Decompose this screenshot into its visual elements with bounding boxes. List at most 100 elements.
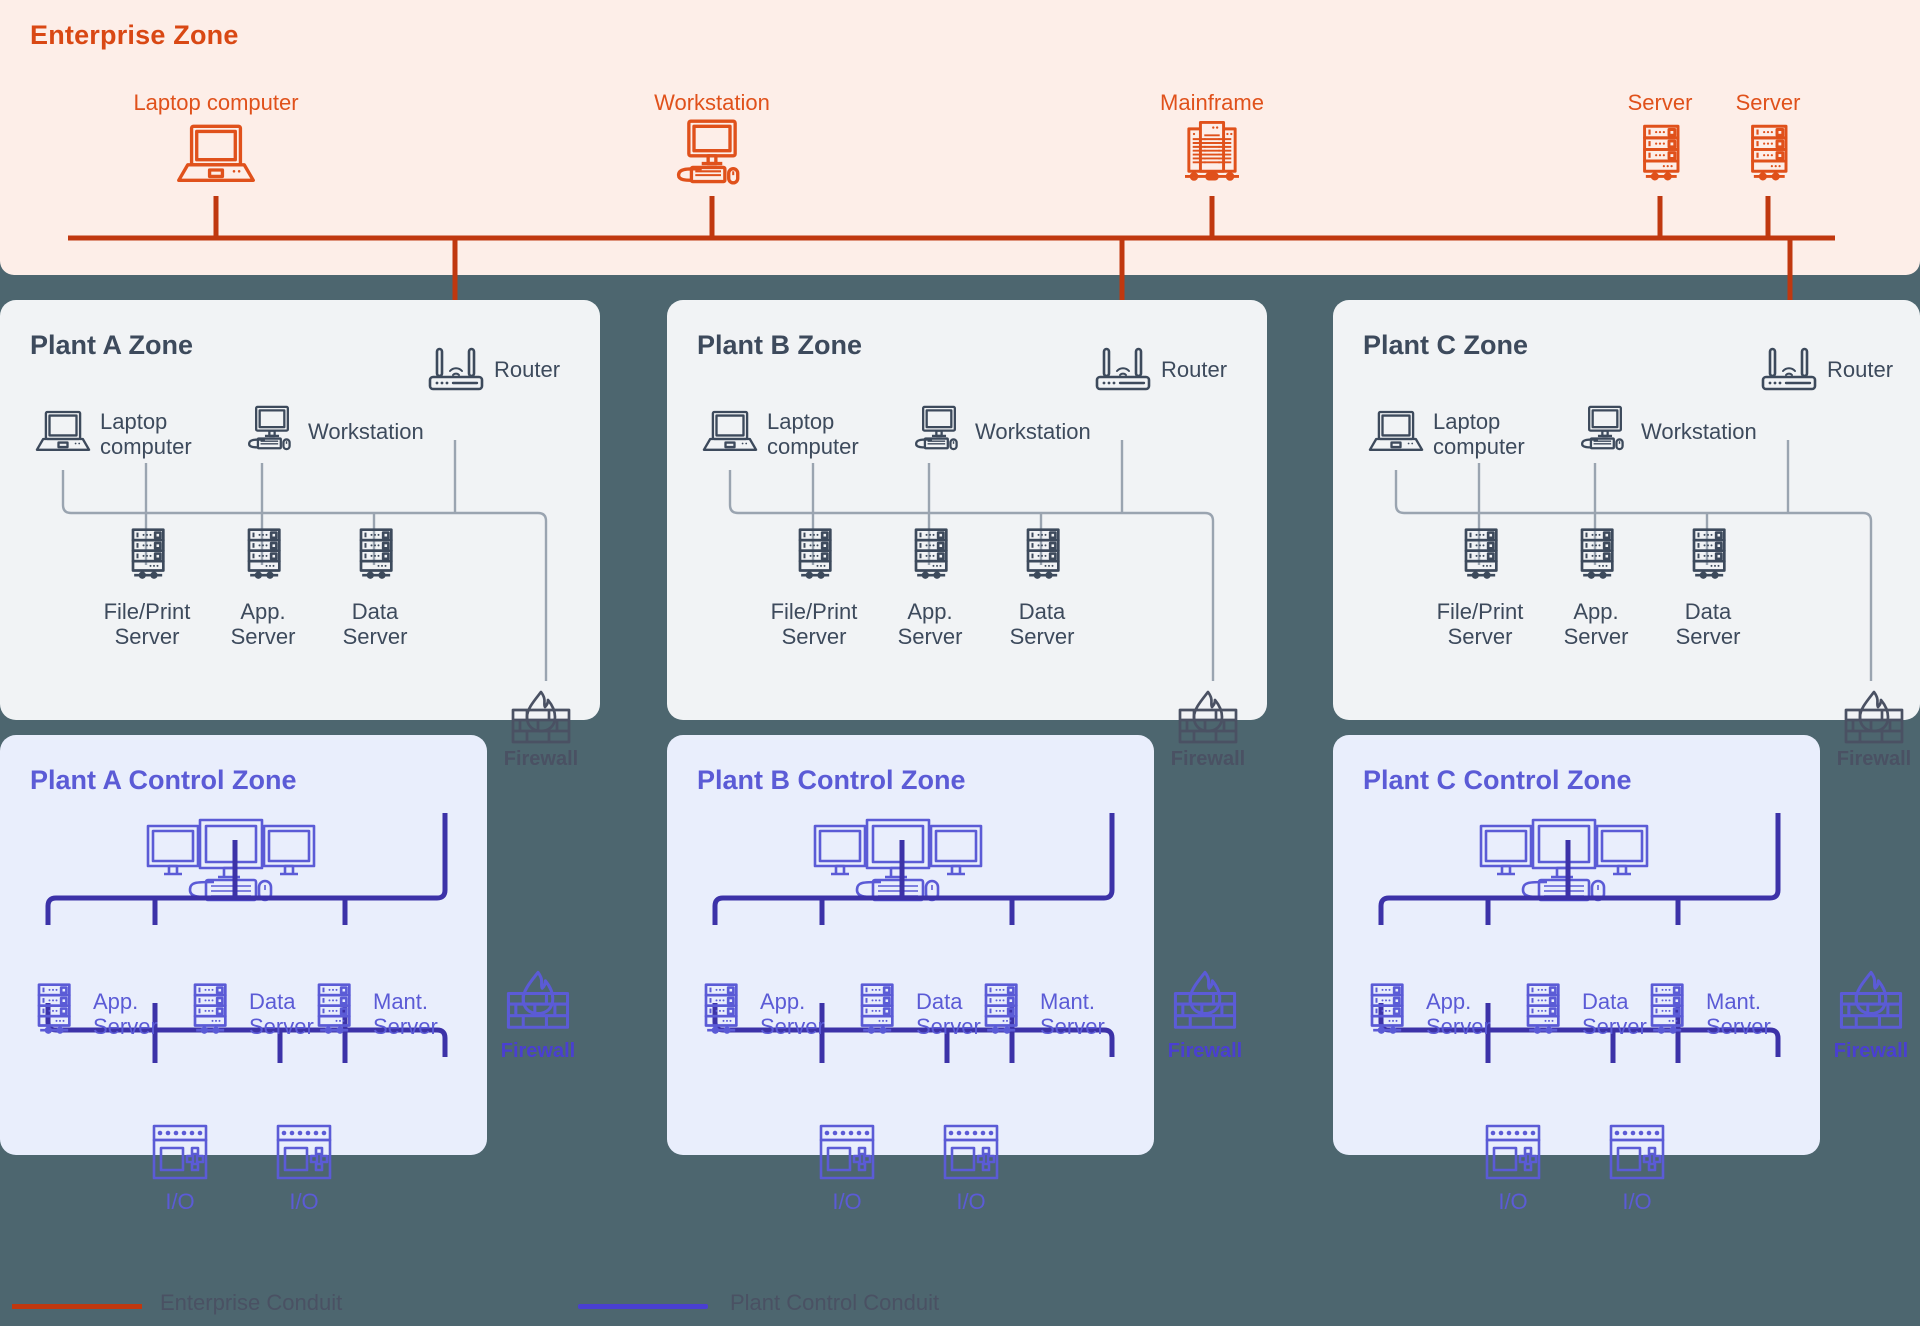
enterprise-node-workstation: Workstation (612, 90, 812, 188)
label-line1: App. (760, 989, 806, 1014)
plant-b-io-1-label: I/O (832, 1189, 862, 1214)
plant-c-ctrl-server-app-label: App. Server (1426, 989, 1512, 1039)
plant-c-server-fileprint (1445, 520, 1515, 586)
enterprise-server-1-label: Server (1627, 90, 1693, 115)
label-line1: App. (1573, 599, 1619, 624)
label-line2: Server (230, 623, 296, 649)
label-line1: Data (351, 599, 399, 624)
server-icon (359, 528, 393, 579)
plant-a-laptop-label-line2: computer (100, 433, 192, 459)
server-icon (914, 528, 948, 579)
label-line2: computer (767, 433, 859, 459)
label-line1: Mant. (373, 989, 429, 1014)
server-icon (247, 528, 281, 579)
plant-c-io-2 (1605, 1122, 1669, 1184)
plant-a-ctrl-server-mant-label: Mant. Server (373, 989, 469, 1039)
workstation-icon (676, 119, 740, 185)
server-icon (1464, 528, 1498, 579)
plant-c-ctrl-server-mant-label: Mant. Server (1706, 989, 1802, 1039)
firewall-icon (1178, 690, 1238, 744)
plant-a-io-2-label: I/O (289, 1189, 319, 1214)
label-line2: Server (1009, 623, 1075, 649)
plant-a-zone-title: Plant A Zone (30, 330, 194, 360)
label-line2: Server (760, 1013, 825, 1039)
triple-monitor-workstation-icon (146, 818, 316, 902)
plant-c-ctrl-server-app (1351, 975, 1421, 1041)
router-icon (428, 347, 484, 391)
label-line2: computer (1433, 433, 1525, 459)
plant-c-zone-title: Plant C Zone (1363, 330, 1529, 360)
firewall-icon (506, 970, 570, 1029)
server-icon (1751, 124, 1788, 181)
label-line2: Server (897, 623, 963, 649)
label-line1: Data (249, 989, 296, 1014)
label-line1: Laptop (1433, 409, 1501, 434)
plant-a-laptop-label-line1: Laptop (100, 409, 168, 434)
server-icon (1370, 983, 1404, 1034)
server-icon (1650, 983, 1684, 1034)
plant-b-server-app-label: App. Server (860, 599, 1000, 649)
plant-c-control-zone-title: Plant C Control Zone (1363, 765, 1632, 795)
label-line1: Mant. (1706, 989, 1762, 1014)
legend-label-control: Plant Control Conduit (730, 1290, 940, 1315)
legend-label-enterprise: Enterprise Conduit (160, 1290, 343, 1315)
plant-a-operator-console (144, 818, 328, 910)
server-icon (1526, 983, 1560, 1034)
firewall-icon (1844, 690, 1904, 744)
plant-a-workstation (228, 395, 316, 461)
enterprise-server-2-label: Server (1735, 90, 1801, 115)
firewall-icon (1839, 970, 1903, 1029)
firewall-icon (1173, 970, 1237, 1029)
plant-b-io-2 (939, 1122, 1003, 1184)
plant-c-control-firewall (1833, 970, 1909, 1036)
label-line1: Data (916, 989, 963, 1014)
plant-a-io-2 (272, 1122, 336, 1184)
label-line2: Server (1563, 623, 1629, 649)
label-line2: Server (1706, 1013, 1771, 1039)
plant-a-server-data-label: Data Server (305, 599, 445, 649)
label-line2: Server (1426, 1013, 1491, 1039)
plant-b-io-2-label: I/O (956, 1189, 986, 1214)
server-icon (798, 528, 832, 579)
plant-b-control-firewall-label: Firewall (1167, 1040, 1243, 1062)
plant-b-router (1092, 345, 1164, 397)
plant-b-ctrl-server-data (841, 975, 911, 1041)
server-icon (37, 983, 71, 1034)
label-line2: Server (1447, 623, 1513, 649)
plant-a-control-firewall (500, 970, 576, 1036)
plant-a-zone-panel (0, 300, 600, 720)
plant-a-laptop-label: Laptop computer (100, 409, 210, 459)
plant-b-ctrl-server-data-label: Data Server (916, 989, 1002, 1039)
label-line1: File/Print (770, 599, 858, 624)
plant-b-ctrl-server-mant (965, 975, 1035, 1041)
enterprise-node-server-1: Server (1600, 90, 1720, 188)
plant-c-laptop-label: Laptop computer (1433, 409, 1543, 459)
server-icon (1026, 528, 1060, 579)
plant-c-ctrl-server-data (1507, 975, 1577, 1041)
server-icon (1643, 124, 1680, 181)
plant-c-router-label: Router (1827, 357, 1894, 382)
legend-swatch-control (578, 1304, 708, 1309)
plant-b-control-zone-panel (667, 735, 1154, 1155)
label-line2: Server (1040, 1013, 1105, 1039)
label-line2: Server (916, 1013, 981, 1039)
io-module-icon (152, 1124, 208, 1180)
laptop-icon (1368, 410, 1424, 451)
label-line2: Server (249, 1013, 314, 1039)
plant-a-control-conduit (45, 813, 448, 1063)
laptop-icon (702, 410, 758, 451)
plant-b-laptop-label: Laptop computer (767, 409, 877, 459)
plant-a-ctrl-server-data-label: Data Server (249, 989, 335, 1039)
laptop-icon (177, 124, 255, 182)
plant-c-workstation-label: Workstation (1641, 419, 1757, 444)
plant-b-server-app (895, 520, 965, 586)
plant-b-ctrl-server-mant-label: Mant. Server (1040, 989, 1136, 1039)
server-icon (704, 983, 738, 1034)
plant-c-firewall-label: Firewall (1836, 748, 1912, 770)
plant-b-server-fileprint-label: File/Print Server (744, 599, 884, 649)
plant-b-laptop (685, 398, 775, 462)
label-line1: Data (1684, 599, 1732, 624)
plant-b-firewall (1172, 688, 1244, 750)
plant-b-control-firewall (1167, 970, 1243, 1036)
plant-b-ctrl-server-app (685, 975, 755, 1041)
